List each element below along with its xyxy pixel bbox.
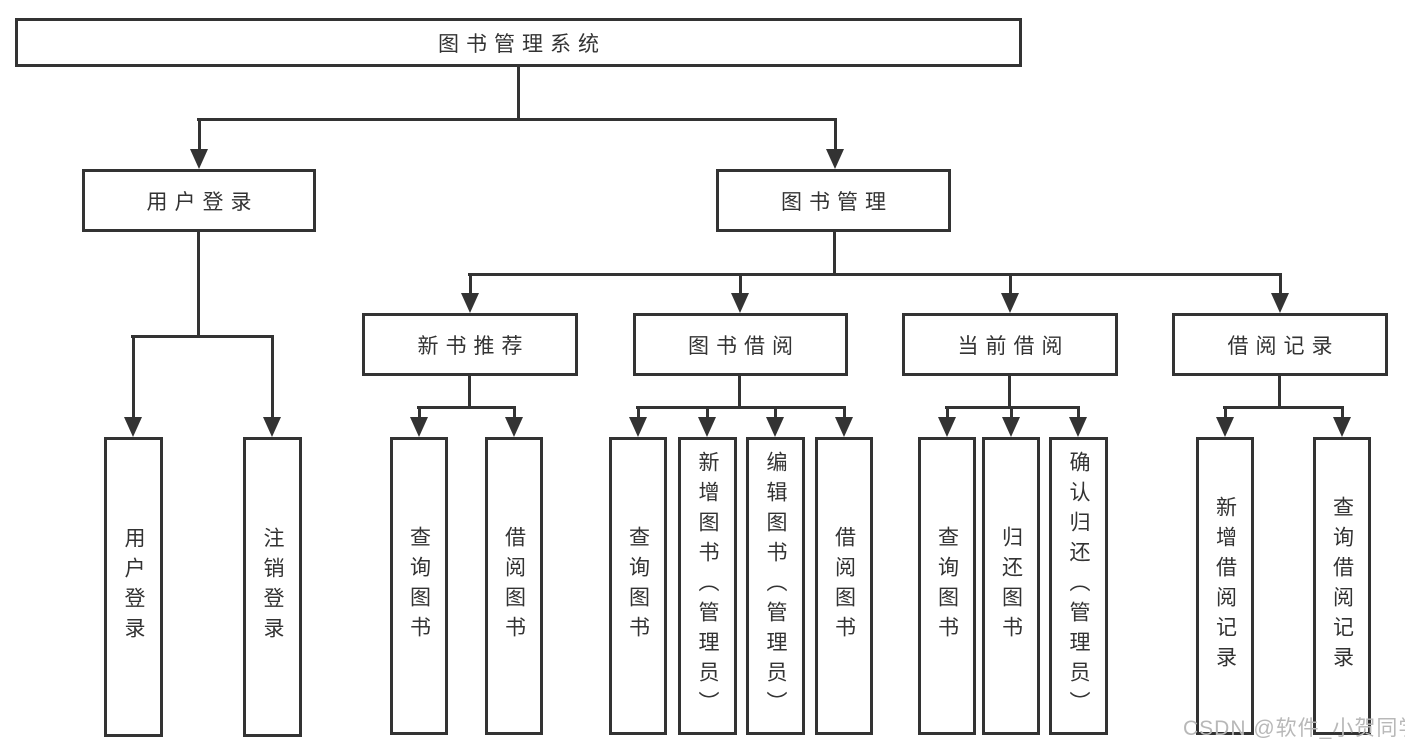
- connector-line: [197, 118, 201, 151]
- node-leaf-logout: 注销登录: [243, 437, 302, 737]
- node-borrowing-records: 借阅记录: [1172, 313, 1388, 376]
- connector-arrowhead-down-icon: [835, 417, 853, 437]
- connector-line: [512, 406, 516, 419]
- connector-line: [738, 273, 742, 295]
- connector-arrowhead-down-icon: [826, 149, 844, 169]
- connector-line: [197, 118, 836, 121]
- connector-line: [1278, 273, 1282, 295]
- connector-line: [945, 406, 1080, 409]
- connector-line: [1009, 406, 1013, 419]
- connector-arrowhead-down-icon: [1069, 417, 1087, 437]
- node-library-management-system: 图书管理系统: [15, 18, 1022, 67]
- connector-line: [833, 118, 837, 151]
- connector-arrowhead-down-icon: [124, 417, 142, 437]
- connector-arrowhead-down-icon: [1271, 293, 1289, 313]
- node-leaf-add-books-admin: 新增图书（管理员）: [678, 437, 737, 735]
- connector-line: [417, 406, 516, 409]
- node-leaf-return-books: 归还图书: [982, 437, 1040, 735]
- connector-line: [131, 335, 274, 338]
- connector-arrowhead-down-icon: [461, 293, 479, 313]
- connector-line: [517, 67, 520, 118]
- connector-arrowhead-down-icon: [938, 417, 956, 437]
- connector-line: [1008, 273, 1012, 295]
- connector-line: [1340, 406, 1344, 419]
- connector-line: [1223, 406, 1344, 409]
- node-leaf-borrow-books-recommend: 借阅图书: [485, 437, 543, 735]
- connector-line: [417, 406, 421, 419]
- connector-line: [636, 406, 846, 409]
- connector-line: [270, 335, 274, 419]
- node-leaf-confirm-return-admin: 确认归还（管理员）: [1049, 437, 1108, 735]
- connector-line: [738, 376, 741, 406]
- node-user-login: 用户登录: [82, 169, 316, 232]
- connector-line: [131, 335, 135, 419]
- connector-arrowhead-down-icon: [698, 417, 716, 437]
- node-book-borrowing: 图书借阅: [633, 313, 848, 376]
- connector-line: [1223, 406, 1227, 419]
- connector-line: [468, 273, 472, 295]
- connector-arrowhead-down-icon: [505, 417, 523, 437]
- connector-arrowhead-down-icon: [263, 417, 281, 437]
- node-leaf-query-books-recommend: 查询图书: [390, 437, 448, 735]
- csdn-watermark: CSDN @软件_小贺同学: [1183, 717, 1405, 740]
- connector-arrowhead-down-icon: [629, 417, 647, 437]
- connector-arrowhead-down-icon: [1333, 417, 1351, 437]
- node-leaf-borrow-books: 借阅图书: [815, 437, 873, 735]
- connector-line: [945, 406, 949, 419]
- node-leaf-query-books-borrow: 查询图书: [609, 437, 667, 735]
- connector-line: [468, 376, 471, 406]
- connector-arrowhead-down-icon: [766, 417, 784, 437]
- connector-arrowhead-down-icon: [1001, 293, 1019, 313]
- connector-line: [705, 406, 709, 419]
- node-leaf-query-borrow-record: 查询借阅记录: [1313, 437, 1371, 735]
- connector-arrowhead-down-icon: [1216, 417, 1234, 437]
- connector-line: [1008, 376, 1011, 406]
- node-current-borrowing: 当前借阅: [902, 313, 1118, 376]
- connector-line: [1076, 406, 1080, 419]
- connector-arrowhead-down-icon: [731, 293, 749, 313]
- connector-arrowhead-down-icon: [1002, 417, 1020, 437]
- node-leaf-edit-books-admin: 编辑图书（管理员）: [746, 437, 805, 735]
- node-new-book-recommendation: 新书推荐: [362, 313, 578, 376]
- connector-line: [1278, 376, 1281, 406]
- node-leaf-user-login: 用户登录: [104, 437, 163, 737]
- connector-line: [842, 406, 846, 419]
- node-leaf-query-books-current: 查询图书: [918, 437, 976, 735]
- connector-line: [197, 232, 200, 335]
- connector-arrowhead-down-icon: [190, 149, 208, 169]
- connector-line: [773, 406, 777, 419]
- connector-line: [636, 406, 640, 419]
- node-book-management: 图书管理: [716, 169, 951, 232]
- connector-line: [833, 232, 836, 273]
- node-leaf-add-borrow-record: 新增借阅记录: [1196, 437, 1254, 735]
- connector-line: [468, 273, 1282, 276]
- connector-arrowhead-down-icon: [410, 417, 428, 437]
